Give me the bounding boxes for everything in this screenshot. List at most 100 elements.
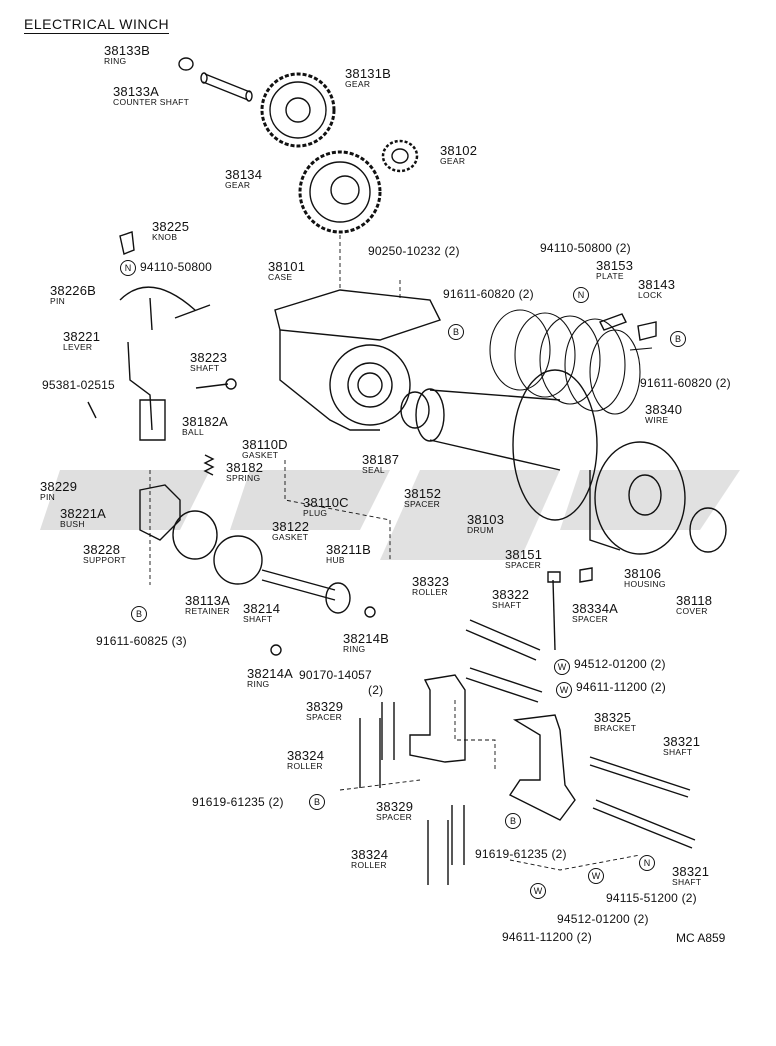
ref-90250-10232: 90250-10232 (2) <box>368 244 460 258</box>
part-name: SHAFT <box>492 600 522 610</box>
part-name: RING <box>104 56 127 66</box>
marker-b: B <box>131 606 147 622</box>
part-name: HOUSING <box>624 579 666 589</box>
part-name: PIN <box>40 492 56 502</box>
shaft-38223-shape <box>195 383 229 389</box>
part-name: RING <box>343 644 366 654</box>
part-number: 38221 <box>63 329 101 344</box>
bolt-95381-shape <box>87 401 97 419</box>
part-name: COVER <box>676 606 708 616</box>
part-number: 38151 <box>505 547 543 562</box>
part-number: 38214B <box>343 631 390 646</box>
part-name: BRACKET <box>594 723 637 733</box>
part-name: SHAFT <box>672 877 702 887</box>
part-number: 38325 <box>594 710 632 725</box>
part-name: SPACER <box>376 812 413 822</box>
shaft-38214-shape <box>261 569 336 601</box>
part-number: 38329 <box>306 699 344 714</box>
ref-94512-01200-a: 94512-01200 (2) <box>574 657 666 671</box>
marker-n: N <box>573 287 589 303</box>
bracket-38325-shape <box>508 714 576 821</box>
ref-91619-61235: 91619-61235 (2) <box>475 847 567 861</box>
part-number: 38134 <box>225 167 263 182</box>
seal-shape <box>400 391 430 429</box>
part-number: 38323 <box>412 574 450 589</box>
wire-coil-shape <box>489 309 653 415</box>
part-number: 38321 <box>672 864 710 879</box>
part-name: GEAR <box>345 79 371 89</box>
part-number: 38322 <box>492 587 530 602</box>
part-name: SPACER <box>572 614 609 624</box>
part-number: 38221A <box>60 507 106 520</box>
part-name: SPACER <box>404 500 440 509</box>
part-number: 38187 <box>362 452 400 467</box>
watermark-stroke-1 <box>40 470 210 530</box>
callout-38187: 38187SEAL <box>362 453 399 475</box>
callout-38122: 38122GASKET <box>272 520 309 542</box>
part-name: PLUG <box>303 509 327 518</box>
watermark-stroke-2 <box>230 470 390 530</box>
marker-b: B <box>309 794 325 810</box>
part-number: 38102 <box>440 143 478 158</box>
part-name: SEAL <box>362 466 385 475</box>
part-name: ROLLER <box>287 761 323 771</box>
leader-lines <box>149 235 641 871</box>
gear-38131b-shape <box>260 72 336 148</box>
part-number: 38110C <box>303 496 349 509</box>
marker-b: B <box>670 331 686 347</box>
part-number: 38152 <box>404 487 441 500</box>
part-number: 38214 <box>243 601 281 616</box>
part-number: 38214A <box>247 666 294 681</box>
part-number: 38122 <box>272 520 309 533</box>
part-name: PIN <box>50 296 66 306</box>
callout-38221a: 38221ABUSH <box>60 507 106 529</box>
part-name: GEAR <box>440 156 466 166</box>
part-number: 38321 <box>663 734 701 749</box>
spring-shape <box>203 454 215 476</box>
ref-91611-60820-a: 91611-60820 (2) <box>443 287 534 301</box>
part-name: SHAFT <box>190 363 220 373</box>
part-number: 38103 <box>467 513 504 526</box>
marker-n: N <box>639 855 655 871</box>
ref-94110-50800-2: 94110-50800 (2) <box>540 241 631 255</box>
part-number: 38225 <box>152 219 190 234</box>
part-number: 38113A <box>185 593 231 608</box>
part-name: SPACER <box>306 712 343 722</box>
pin-chain-shape <box>119 286 211 331</box>
counter-shaft-shape <box>202 73 251 101</box>
part-name: LEVER <box>63 342 93 352</box>
spacer-38334a-shape <box>579 567 593 583</box>
part-name: ROLLER <box>412 587 448 597</box>
roller-38324-upper <box>359 718 381 788</box>
part-name: KNOB <box>152 232 178 242</box>
part-name: GEAR <box>225 180 251 190</box>
ref-94110-50800: 94110-50800 <box>140 260 213 274</box>
marker-n: N <box>120 260 136 276</box>
part-number: 38118 <box>676 593 713 608</box>
part-number: 38340 <box>645 402 683 417</box>
ref-90170-14057: 90170-14057 <box>299 668 372 682</box>
ref-91611-60820-b: 91611-60820 (2) <box>640 376 731 390</box>
